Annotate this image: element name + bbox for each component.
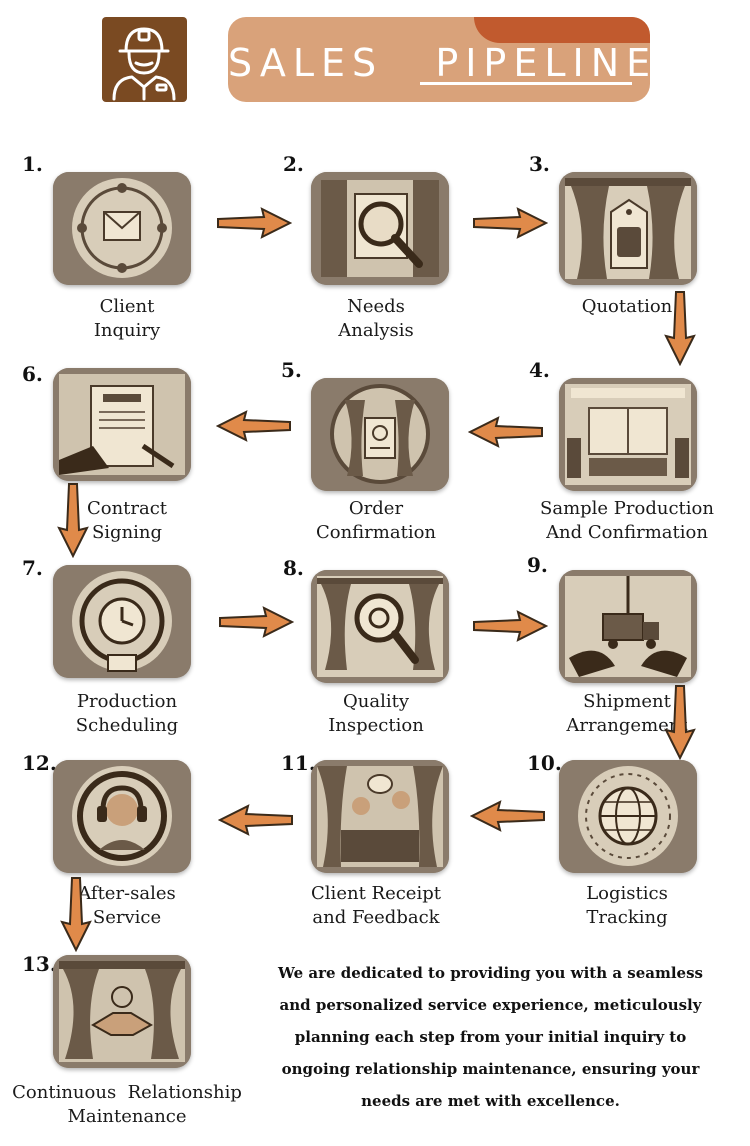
step-label: Contract Signing — [17, 497, 237, 545]
step-number: 4. — [529, 358, 550, 382]
step-label-line1: Order — [348, 498, 404, 519]
step-label-line2: Confirmation — [315, 522, 437, 543]
step-tile-logistics-tracking — [559, 760, 697, 873]
description-text: We are dedicated to providing you with a… — [278, 964, 703, 1110]
quality-magnifier-icon — [311, 570, 449, 683]
title-banner: SALES PIPELINE — [228, 17, 650, 102]
step-label-line2: Signing — [91, 522, 163, 543]
step-label-line2: Service — [92, 907, 162, 928]
step-label: Client Inquiry — [17, 295, 237, 343]
step-label-line2: Maintenance — [67, 1106, 187, 1127]
step-label: After-sales Service — [17, 882, 237, 930]
globe-logistics-icon — [559, 760, 697, 873]
step-label-line1: Quality — [343, 691, 409, 712]
step-number: 12. — [22, 751, 57, 775]
step-label-line1: Client — [99, 296, 155, 317]
arrow-down-icon — [664, 685, 696, 760]
step-number: 7. — [22, 556, 43, 580]
step-tile-quality-inspection — [311, 570, 449, 683]
step-label-line1: Client Receipt — [311, 883, 441, 904]
step-label: Production Scheduling — [17, 690, 237, 738]
contract-pen-icon — [53, 368, 191, 481]
handshake-icon — [53, 955, 191, 1068]
step-number: 5. — [281, 358, 302, 382]
step-label-line1: Shipment — [583, 691, 671, 712]
arrow-left-icon — [470, 800, 545, 832]
arrow-left-icon — [216, 410, 291, 442]
step-label: Logistics Tracking — [517, 882, 737, 930]
banner-accent — [474, 17, 650, 43]
step-label-line2: Inspection — [328, 715, 424, 736]
step-number: 6. — [22, 362, 43, 386]
step-tile-shipment-arrangement — [559, 570, 697, 683]
arrow-down-icon — [664, 291, 696, 366]
arrow-left-icon — [218, 804, 293, 836]
step-tile-client-feedback — [311, 760, 449, 873]
logo — [102, 17, 187, 102]
step-tile-production-scheduling — [53, 565, 191, 678]
step-label-line2: And Confirmation — [546, 522, 708, 543]
envelope-network-icon — [53, 172, 191, 285]
arrow-right-icon — [217, 207, 292, 239]
title-word-sales: SALES — [228, 41, 384, 85]
page-title: SALES PIPELINE — [228, 41, 650, 85]
step-tile-contract-signing — [53, 368, 191, 481]
step-tile-after-sales-service — [53, 760, 191, 873]
step-tile-needs-analysis — [311, 172, 449, 285]
arrow-right-icon — [473, 610, 548, 642]
calendar-clock-icon — [53, 565, 191, 678]
step-tile-sample-production — [559, 378, 697, 491]
step-label: Quality Inspection — [266, 690, 486, 738]
arrow-down-icon — [60, 877, 92, 952]
price-tag-icon — [559, 172, 697, 285]
step-label: Order Confirmation — [266, 497, 486, 545]
headset-support-icon — [53, 760, 191, 873]
step-label-line2: Inquiry — [93, 320, 161, 341]
magnifier-curtain-icon — [311, 172, 449, 285]
truck-hands-icon — [559, 570, 697, 683]
step-label-line2: Scheduling — [75, 715, 179, 736]
step-label-line1: Contract — [86, 498, 168, 519]
step-label-line1: Sample Production — [540, 498, 714, 519]
step-label-line1: Quotation — [581, 296, 673, 317]
step-label: Needs Analysis — [266, 295, 486, 343]
order-document-icon — [311, 378, 449, 491]
sample-window-icon — [559, 378, 697, 491]
step-label-line1: Logistics — [586, 883, 668, 904]
step-label: Quotation — [517, 295, 737, 319]
step-label-line1: Continuous Relationship — [12, 1082, 242, 1103]
step-label: Continuous Relationship Maintenance — [7, 1081, 247, 1129]
step-tile-quotation — [559, 172, 697, 285]
worker-helmet-icon — [112, 27, 176, 101]
step-tile-order-confirmation — [311, 378, 449, 491]
step-number: 2. — [283, 152, 304, 176]
arrow-right-icon — [473, 207, 548, 239]
step-tile-relationship-maintenance — [53, 955, 191, 1068]
step-label: Shipment Arrangement — [517, 690, 737, 738]
step-label-line2: Analysis — [338, 320, 414, 341]
step-number: 1. — [22, 152, 43, 176]
arrow-down-icon — [57, 483, 89, 558]
step-label-line2: Tracking — [586, 907, 668, 928]
step-number: 9. — [527, 553, 548, 577]
step-label-line1: After-sales — [78, 883, 176, 904]
step-label-line1: Production — [76, 691, 178, 712]
step-label-line2: Arrangement — [566, 715, 688, 736]
step-tile-client-inquiry — [53, 172, 191, 285]
title-word-pipeline: PIPELINE — [435, 41, 650, 85]
step-number: 10. — [527, 751, 562, 775]
step-label: Client Receipt and Feedback — [266, 882, 486, 930]
client-feedback-icon — [311, 760, 449, 873]
step-number: 11. — [281, 751, 316, 775]
step-label-line1: Needs — [347, 296, 405, 317]
step-number: 13. — [22, 952, 57, 976]
step-number: 3. — [529, 152, 550, 176]
step-label-line2: and Feedback — [312, 907, 440, 928]
step-label: Sample Production And Confirmation — [517, 497, 737, 545]
step-number: 8. — [283, 556, 304, 580]
title-underline — [420, 82, 632, 85]
arrow-left-icon — [468, 416, 543, 448]
arrow-right-icon — [219, 606, 294, 638]
